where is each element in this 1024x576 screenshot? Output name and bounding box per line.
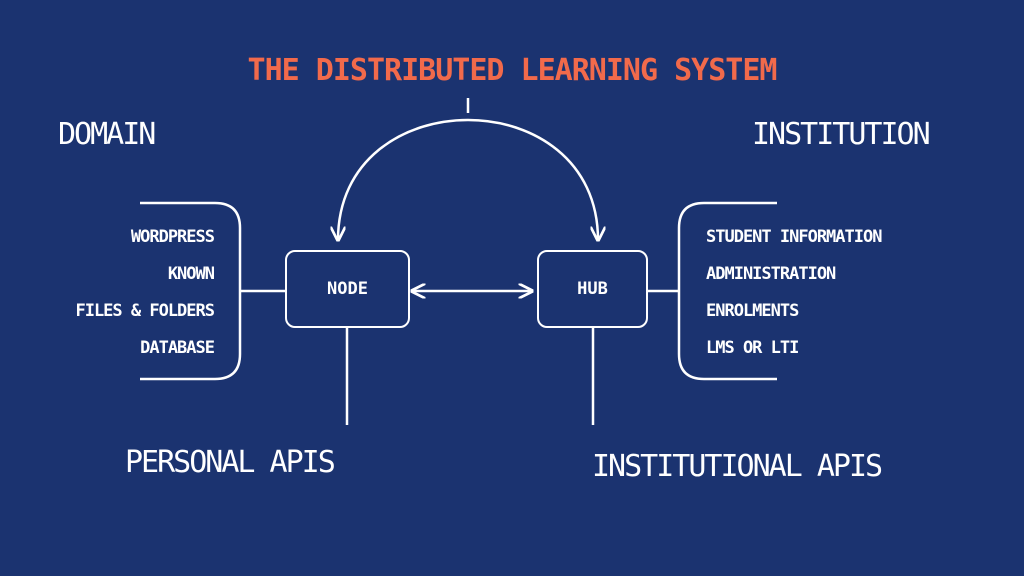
arch-arrow [338,118,598,240]
right-section-heading: Institution [752,117,931,152]
institutional-apis-label: Institutional APIs [592,449,883,484]
node-label: Node [327,279,368,299]
list-item: Database [140,338,215,358]
personal-apis-label: Personal APIs [125,445,336,480]
list-item: WordPress [130,227,215,247]
institution-list: Student Information Administration Enrol… [706,219,882,367]
hub-label: Hub [577,279,608,299]
list-item: Administration [706,264,836,284]
left-section-heading: Domain [58,117,156,152]
list-item: Enrolments [706,301,799,321]
node-box: Node [285,250,410,328]
domain-list: WordPress Known Files & Folders Database [75,219,215,367]
list-item: Files & Folders [75,301,215,321]
list-item: Student Information [706,227,882,247]
list-item: Known [167,264,215,284]
list-item: LMS or LTI [706,338,799,358]
diagram-title: The Distributed Learning System [247,53,778,88]
hub-box: Hub [537,250,648,328]
